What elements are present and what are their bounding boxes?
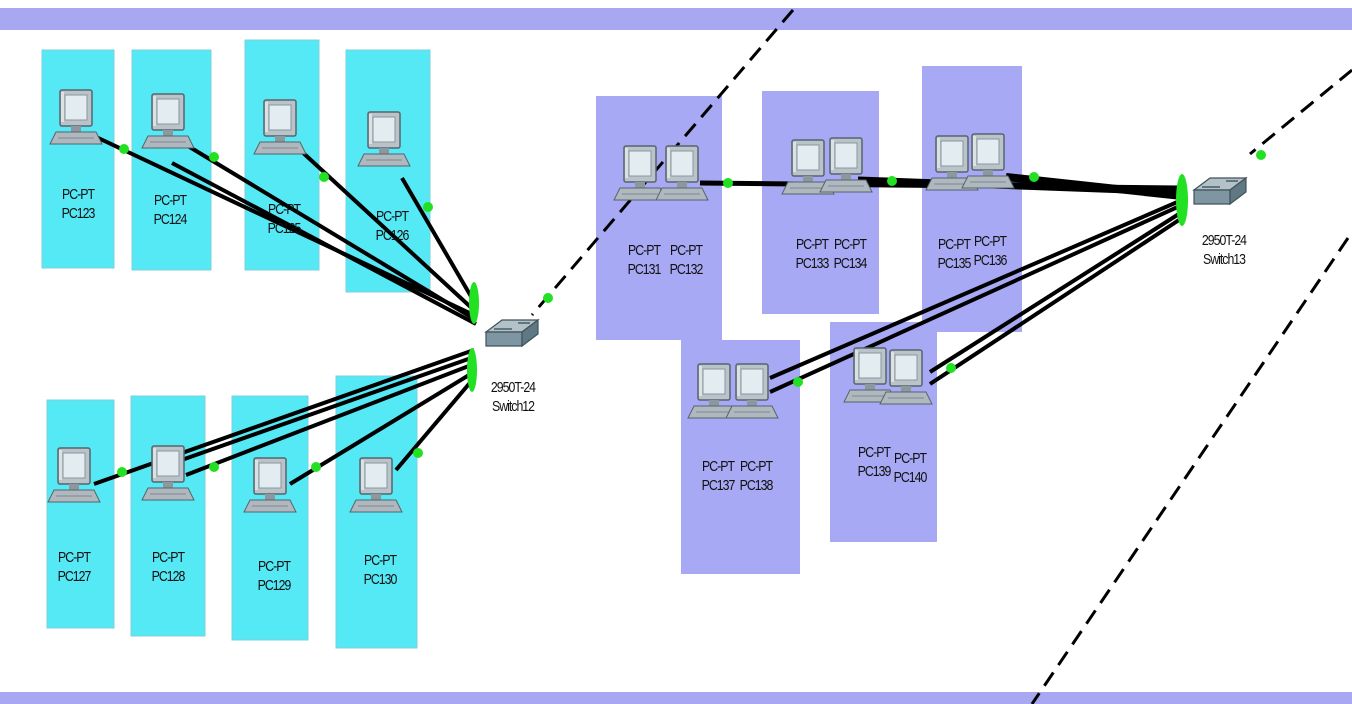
link-pc128b-switch12: [185, 362, 475, 477]
link-pc126-switch12: [298, 148, 478, 314]
link-pc125-switch12: [171, 161, 477, 326]
port-up-dot: [946, 363, 956, 373]
pc-area-pc128: [130, 395, 206, 637]
link-pc138-switch13: [769, 198, 1183, 380]
link-pc140-switch13: [928, 210, 1184, 374]
dashed-boundary-line: [1249, 68, 1352, 156]
port-up-dot: [117, 467, 127, 477]
pc-area-pc127: [46, 399, 115, 629]
dashed-boundary-line: [530, 9, 795, 316]
port-up-dot: [723, 178, 733, 188]
pc-area-pc135-136: [922, 66, 1022, 332]
port-up-dot: [209, 152, 219, 162]
link-pc126b-switch12: [400, 176, 478, 307]
pc-area-pc123: [41, 49, 115, 269]
port-up-dot: [469, 282, 479, 324]
port-up-dot: [887, 176, 897, 186]
area-boundary-top: [0, 8, 1352, 30]
port-up-dot: [311, 462, 321, 472]
pc-area-pc133-134: [762, 91, 879, 314]
link-pc130-switch12: [394, 376, 476, 472]
port-up-dot: [319, 172, 329, 182]
port-up-dot: [467, 348, 477, 392]
port-up-dot: [543, 293, 553, 303]
port-up-dot: [1256, 150, 1266, 160]
port-up-dot: [1029, 172, 1039, 182]
link-pc123-switch12: [93, 134, 477, 318]
dashed-boundary-line: [1030, 237, 1350, 704]
link-pc138b-switch13: [769, 203, 1183, 394]
port-up-dot: [119, 144, 129, 154]
port-up-dot: [1176, 174, 1188, 226]
port-up-dot: [413, 448, 423, 458]
switch-icon[interactable]: [1193, 177, 1247, 205]
link-pc140b-switch13: [928, 216, 1184, 386]
port-up-dot: [793, 377, 803, 387]
link-pc128-switch12: [175, 355, 475, 464]
switch-icon[interactable]: [485, 319, 539, 347]
pc-area-pc131-132: [596, 96, 722, 340]
port-up-dot: [423, 202, 433, 212]
port-up-dot: [209, 462, 219, 472]
area-boundary-bottom: [0, 692, 1352, 704]
link-pc124-switch12: [176, 138, 478, 322]
